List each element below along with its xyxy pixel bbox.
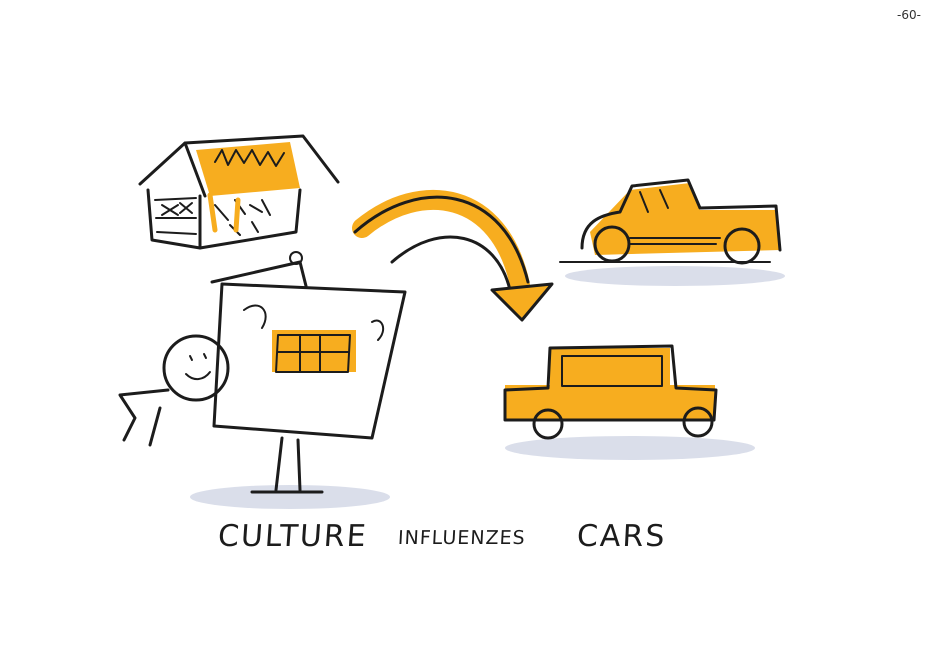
presenter-eyes (189, 353, 207, 361)
house-wall-accent (207, 192, 241, 233)
old-car-rear-wheel (723, 227, 761, 265)
board-frame (212, 282, 407, 440)
arrow-shaft-inner (390, 235, 512, 292)
old-car-body-outline (580, 178, 782, 252)
house-roof-texture (214, 149, 285, 167)
label-influences: INFLUENZES (397, 527, 527, 549)
house-window-ticks (214, 199, 271, 236)
house-window-crosses (161, 202, 193, 216)
label-culture: CULTURE (216, 519, 369, 554)
old-car-illustration (559, 178, 785, 286)
arrow-shaft-outer (353, 195, 530, 284)
house-illustration (138, 134, 340, 250)
board-content-grid (275, 334, 351, 373)
modern-car-rear-wheel (682, 406, 714, 438)
presenter-smile (185, 371, 211, 380)
board-lamp (289, 251, 303, 265)
arrow-head-fill (492, 284, 552, 320)
presenter-head (162, 334, 230, 402)
arrow-head-outline (490, 282, 554, 322)
modern-car-window (561, 355, 663, 387)
board-hand-right (371, 319, 385, 341)
arrow-shaft-fill (352, 189, 530, 295)
modern-car-cabin-fill (550, 348, 670, 386)
page-number: -60- (897, 8, 921, 22)
board-arm (210, 260, 308, 288)
modern-car-illustration (503, 344, 755, 460)
label-cars: CARS (576, 519, 668, 554)
modern-car-shadow (505, 436, 755, 460)
house-window-lines (154, 197, 197, 235)
presenter-body (118, 388, 170, 447)
house-roof-edge (183, 141, 207, 198)
old-car-shadow (565, 266, 785, 286)
presenter-illustration (118, 251, 407, 509)
influence-arrow (352, 189, 554, 322)
old-car-running-board (629, 237, 721, 245)
old-car-front-wheel (593, 225, 631, 263)
board-shadow (190, 485, 390, 509)
board-stand (274, 436, 302, 492)
old-car-window (639, 189, 669, 213)
modern-car-outline (503, 344, 718, 422)
modern-car-front-wheel (532, 408, 564, 440)
house-roof-outline (138, 134, 340, 186)
house-roof-fill (196, 142, 300, 196)
board-hand-left (243, 304, 267, 329)
